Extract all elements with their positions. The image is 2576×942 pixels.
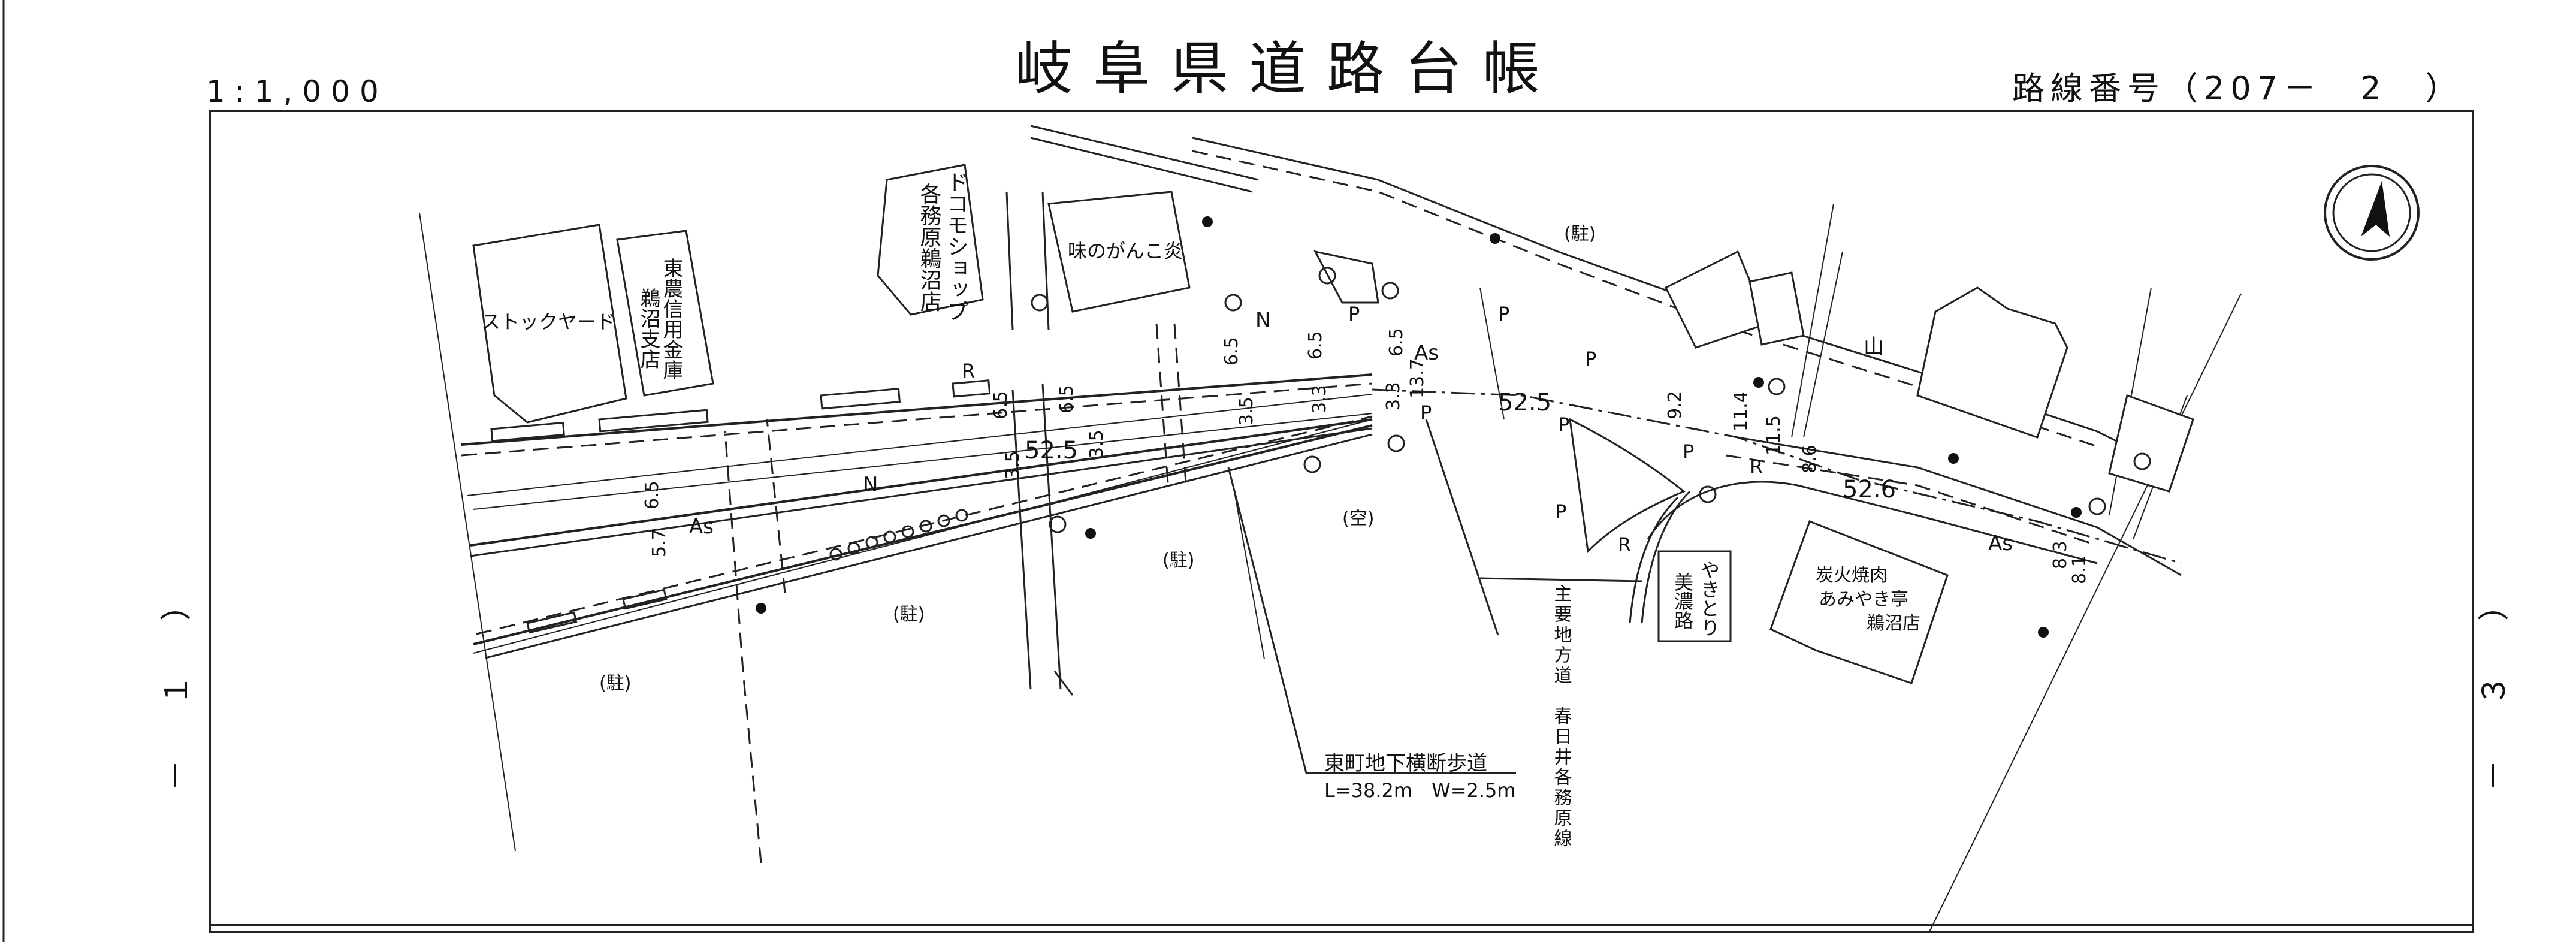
traffic-island	[1569, 418, 1686, 554]
r-label-2: R	[1618, 533, 1631, 556]
distance-label: 3.3	[1383, 382, 1404, 410]
yakiniku-label-2: あみやき亭	[1819, 589, 1908, 610]
yakiniku-label-3: 鵜沼店	[1867, 613, 1920, 634]
distance-label: 5.7	[649, 529, 670, 557]
yakiniku-label-1: 炭火焼肉	[1816, 565, 1888, 586]
as-label-mid: As	[1414, 341, 1439, 365]
sidewalk-trees	[829, 509, 968, 561]
mountain-label: 山	[1864, 335, 1884, 359]
east-road	[1629, 436, 2182, 624]
distance-label: 3.5	[1086, 430, 1107, 458]
right-sheet-ref: －３）	[2477, 536, 2512, 791]
p-label-5: P	[1558, 413, 1569, 436]
n-label-west: N	[863, 473, 878, 497]
distance-label: 3.5	[1236, 397, 1257, 425]
map-frame	[209, 110, 2474, 933]
route-number: 路線番号（207－ 2 ）	[2012, 70, 2463, 107]
parking-label-1: (駐)	[599, 673, 631, 694]
parking-label-4: (駐)	[1564, 224, 1596, 244]
distance-label: 6.5	[642, 481, 663, 509]
building-ne-3	[1916, 286, 2068, 439]
stockyard-building	[472, 224, 627, 424]
p-label-4: P	[1585, 348, 1596, 370]
bank-label-1: 東農信用金庫	[659, 258, 683, 380]
route-name: 主要地方道 春日井各務原線	[1551, 584, 1572, 849]
distance-label: 8.6	[1799, 445, 1820, 473]
p-label-1: P	[1348, 303, 1360, 325]
underpass-name: 東町地下横断歩道	[1324, 751, 1487, 775]
yakitori-label-1: やきとり	[1698, 560, 1720, 637]
p-label-7: P	[1555, 500, 1566, 523]
distance-label: 3.5	[1002, 451, 1023, 479]
yakiniku-building	[1769, 520, 1949, 684]
distance-label: 13.7	[1407, 358, 1428, 398]
distance-label: 3.3	[1309, 385, 1330, 413]
distance-label: 8.3	[2050, 541, 2071, 569]
left-sheet-ref: －１）	[159, 536, 195, 791]
north-arrow-icon	[2324, 165, 2420, 261]
p-label-6: P	[1683, 440, 1694, 463]
distance-label: 6.5	[1221, 337, 1242, 366]
chainage-label-1: 52.5	[1025, 437, 1078, 464]
stockyard-label: ストックヤード	[481, 310, 615, 333]
building-ne-4	[2108, 394, 2194, 493]
underpass-dims: L=38.2m W=2.5m	[1324, 779, 1516, 802]
chainage-label-2: 52.5	[1498, 389, 1551, 416]
cross-streets	[419, 191, 1642, 864]
docomo-label-1: ドコモショップ	[944, 171, 968, 322]
distance-label: 11.4	[1731, 391, 1751, 431]
docomo-label-2: 各務原鵜沼店	[917, 183, 942, 312]
distance-label: 6.5	[1386, 328, 1407, 357]
r-label-1: R	[962, 360, 975, 382]
pole-markers	[756, 216, 2082, 638]
building-ne-2	[1748, 271, 1805, 346]
p-label-3: P	[1498, 303, 1509, 325]
curb-features	[490, 379, 991, 634]
p-label-2: P	[1420, 401, 1432, 424]
page-title: 岐阜県道路台帳	[1015, 35, 1560, 102]
bank-building	[616, 230, 714, 397]
sign-symbols	[1031, 267, 2151, 533]
small-island	[1313, 250, 1379, 304]
yakitori-building	[1657, 550, 1732, 642]
parking-label-3: (駐)	[1162, 550, 1194, 571]
as-label-west: As	[689, 515, 714, 539]
docomo-building	[877, 164, 984, 316]
parking-label-2: (駐)	[893, 604, 925, 625]
restaurant-building	[1047, 191, 1191, 313]
road-centerline	[1372, 388, 2182, 564]
distance-label: 8.1	[2069, 555, 2090, 584]
yakitori-label-2: 美濃路	[1671, 572, 1694, 630]
restaurant-label: 味のがんこ炎	[1068, 240, 1183, 262]
distance-label: 11.5	[1763, 415, 1784, 455]
n-label-mid: N	[1255, 308, 1270, 332]
main-road-west	[461, 373, 1373, 659]
distance-label: 6.5	[1305, 331, 1326, 360]
bank-label-2: 鵜沼支店	[636, 288, 660, 369]
scale-label: 1:1,000	[206, 74, 388, 109]
distance-label: 9.2	[1665, 391, 1686, 419]
vacant-label: (空)	[1342, 508, 1374, 529]
as-label-east: As	[1988, 532, 2013, 555]
chainage-label-3: 52.6	[1843, 476, 1896, 503]
distance-label: 6.5	[1056, 385, 1077, 413]
distance-label: 6.5	[990, 391, 1011, 419]
r-label-3: R	[1750, 455, 1763, 478]
